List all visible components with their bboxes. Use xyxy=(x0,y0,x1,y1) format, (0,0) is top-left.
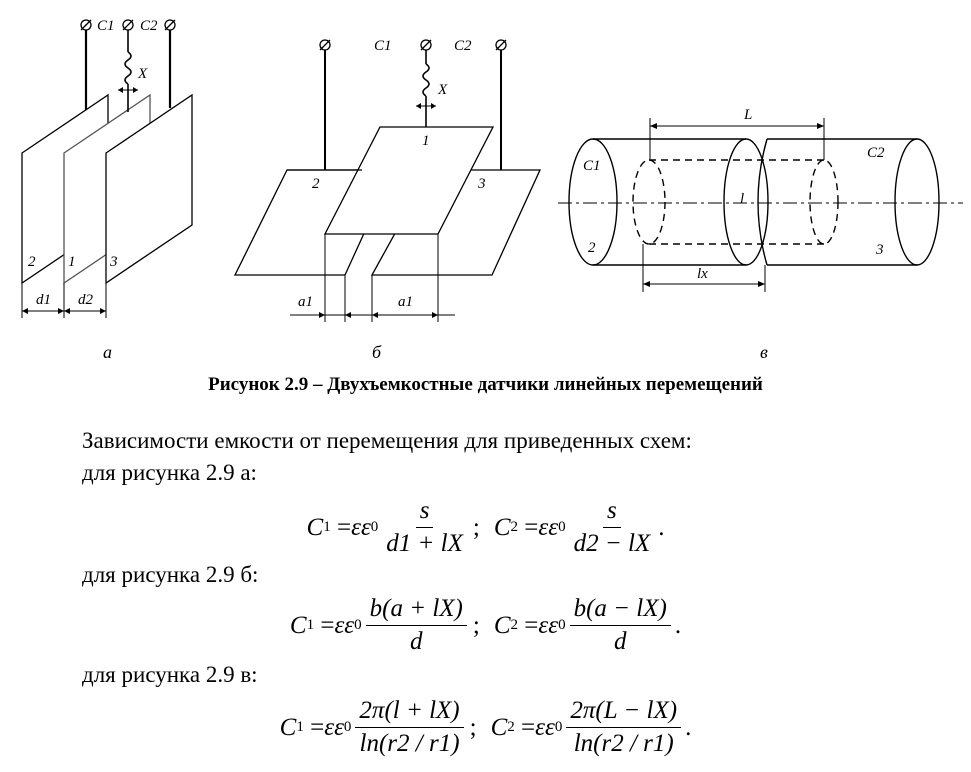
label-plate-2-a: 2 xyxy=(28,254,36,270)
formula-b-c2-fraction: b(a − lX) d xyxy=(569,595,671,656)
panel-label-a: а xyxy=(103,342,112,362)
formula-a-c2-fraction: s d2 − lX xyxy=(570,497,655,558)
formula-c-c2-numerator: 2π(L − lX) xyxy=(566,697,682,728)
label-plate-1-a: 1 xyxy=(68,254,76,270)
formula-c-c1-fraction: 2π(l + lX) ln(r2 / r1) xyxy=(355,697,464,758)
formula-b-c1-denominator: d xyxy=(410,628,423,655)
label-plate-2-b: 2 xyxy=(312,176,320,192)
figure-a xyxy=(21,19,193,318)
figure-caption: Рисунок 2.9 – Двухъемкостные датчики лин… xyxy=(208,374,763,395)
label-c2-a: C2 xyxy=(140,18,158,34)
cylinder-3-right-end xyxy=(894,138,940,266)
label-c2-b: C2 xyxy=(454,38,472,54)
formula-c-c2-fraction: 2π(L − lX) ln(r2 / r1) xyxy=(566,697,682,758)
label-c-text: для рисунка 2.9 в: xyxy=(82,662,258,687)
intro-text: Зависимости емкости от перемещения для п… xyxy=(82,428,692,453)
formula-b-c2-numerator: b(a − lX) xyxy=(569,595,671,626)
label-plate-3-a: 3 xyxy=(109,254,118,270)
figure-c xyxy=(558,118,963,292)
label-b-text: для рисунка 2.9 б: xyxy=(82,562,259,587)
label-a-text: для рисунка 2.9 а: xyxy=(82,460,257,485)
plate-3 xyxy=(105,93,193,285)
label-a1-left: a1 xyxy=(298,294,313,310)
label-L: L xyxy=(743,107,752,123)
label-2-c: 2 xyxy=(588,240,596,256)
terminal-c1 xyxy=(80,19,92,31)
label-c1-c: C1 xyxy=(583,158,601,174)
formula-c-c1-denominator: ln(r2 / r1) xyxy=(359,730,460,757)
label-c1-b: C1 xyxy=(374,38,392,54)
formula-b-c1-fraction: b(a + lX) d xyxy=(365,595,467,656)
formula-a-c2-denominator: d2 − lX xyxy=(573,530,651,557)
formula-a-c1-denominator: d1 + lX xyxy=(386,530,463,557)
label-plate-1-b: 1 xyxy=(422,133,430,149)
inner-cylinder-1 xyxy=(632,159,839,245)
label-x-a: X xyxy=(137,66,148,82)
terminal-c2 xyxy=(164,19,176,31)
terminal-x-b xyxy=(420,39,432,51)
formula-b-c1-numerator: b(a + lX) xyxy=(365,595,467,626)
terminal-x xyxy=(122,19,134,31)
spring-x-b xyxy=(422,63,430,97)
label-c2-c: C2 xyxy=(867,145,885,161)
terminal-c2-b xyxy=(495,39,507,51)
plate-3-b xyxy=(370,169,542,276)
label-lx: lx xyxy=(697,266,708,282)
label-c1-a: C1 xyxy=(97,18,115,34)
spring-x xyxy=(124,51,132,85)
figure-b xyxy=(233,39,542,322)
label-x-b: X xyxy=(437,82,448,98)
panel-label-c: в xyxy=(760,342,768,362)
label-d1: d1 xyxy=(36,292,51,308)
label-l: l xyxy=(740,191,744,207)
label-3-c: 3 xyxy=(875,242,884,258)
formula-c-c1-numerator: 2π(l + lX) xyxy=(355,697,464,728)
formula-c-c2-denominator: ln(r2 / r1) xyxy=(573,730,674,757)
panel-label-b: б xyxy=(372,342,382,362)
figure-set: C1 C2 X 2 1 3 d1 d2 а C1 C2 X 1 2 3 a1 xyxy=(21,18,963,362)
label-a1-right: a1 xyxy=(398,294,413,310)
formula-a-c1-numerator: s xyxy=(415,497,434,528)
formula-a-c1-fraction: s d1 + lX xyxy=(382,497,467,558)
label-plate-3-b: 3 xyxy=(477,176,486,192)
formula-a-c2-numerator: s xyxy=(603,497,621,528)
cylinder-3-left-end xyxy=(757,138,768,266)
formula-b-c2-denominator: d xyxy=(613,628,627,655)
terminal-c1-b xyxy=(319,39,331,51)
cylinder-2-right-end xyxy=(723,138,769,266)
label-d2: d2 xyxy=(78,292,94,308)
